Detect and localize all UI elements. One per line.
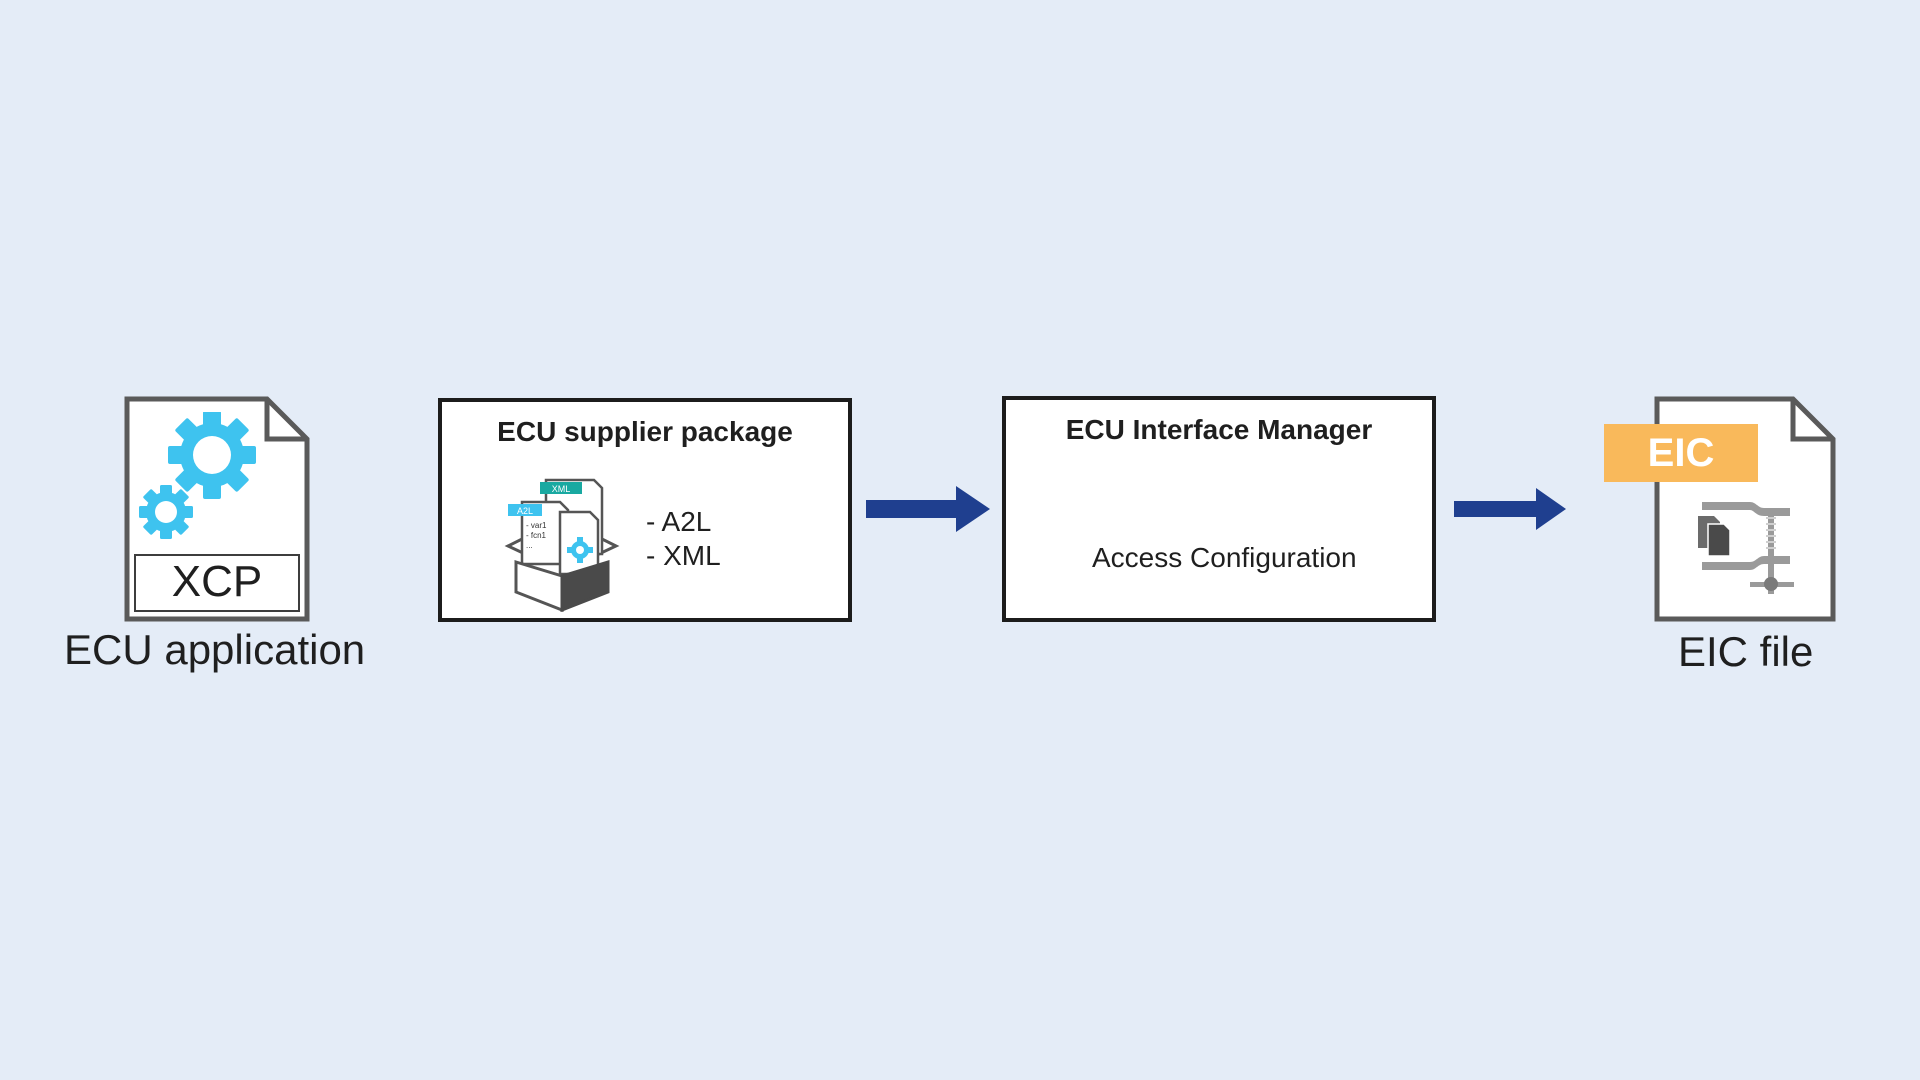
- package-item-a2l: - A2L: [646, 506, 712, 537]
- box-with-files-icon: XML A2L - var1 - fcn1 ...: [502, 476, 622, 612]
- eic-badge: EIC: [1604, 424, 1758, 482]
- flow-arrow-2: [1454, 488, 1566, 530]
- supplier-package-box: ECU supplier package XML A2L - var1 - fc…: [438, 398, 852, 622]
- icon-line-fcn: - fcn1: [526, 531, 547, 540]
- flow-arrow-1: [866, 486, 990, 532]
- icon-line-more: ...: [526, 541, 533, 550]
- a2l-tag: A2L: [517, 506, 533, 516]
- eic-file-caption: EIC file: [1678, 628, 1814, 675]
- access-configuration-label: Access Configuration: [1092, 542, 1357, 573]
- supplier-package-title: ECU supplier package: [497, 416, 793, 447]
- ecu-application-caption: ECU application: [64, 626, 366, 673]
- interface-manager-box: ECU Interface Manager Access Configurati…: [1002, 396, 1436, 622]
- clamp-files-icon: [1694, 494, 1804, 604]
- interface-manager-title: ECU Interface Manager: [1065, 414, 1373, 445]
- package-item-xml: - XML: [646, 540, 721, 571]
- xml-tag: XML: [552, 484, 571, 494]
- xcp-label: XCP: [134, 554, 300, 612]
- gears-icon: [134, 411, 264, 542]
- icon-line-var: - var1: [526, 521, 547, 530]
